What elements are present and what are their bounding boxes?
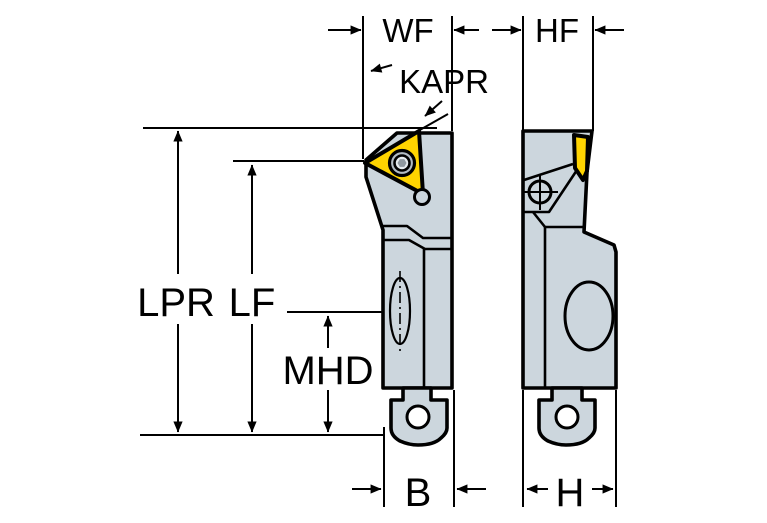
side-view: HF H <box>492 12 624 515</box>
label-wf: WF <box>382 12 433 49</box>
front-shoulder-step-lower <box>383 238 452 251</box>
kapr-edge-extension-line <box>410 113 449 136</box>
label-hf: HF <box>535 12 579 49</box>
label-h: H <box>556 471 585 515</box>
side-slot-opening <box>563 280 615 352</box>
front-shoulder-step-upper <box>383 224 452 240</box>
front-boss-hole <box>405 404 431 430</box>
front-view: WF KAPR LPR LF MHD B <box>137 12 489 515</box>
side-clamp-upper-line <box>523 162 574 182</box>
label-b: B <box>405 471 432 515</box>
side-boss-hole <box>554 404 580 430</box>
kapr-arrow-to-axis <box>370 63 393 73</box>
insert-screw-torx <box>397 159 407 167</box>
side-head-bottom-line <box>523 169 579 214</box>
label-lf: LF <box>229 281 276 325</box>
front-clamp-hole <box>413 188 431 206</box>
side-step-diagonal <box>531 211 547 228</box>
kapr-arrow-to-edge <box>424 100 443 117</box>
label-mhd: MHD <box>282 349 373 393</box>
label-kapr: KAPR <box>399 63 489 100</box>
label-lpr: LPR <box>137 281 215 325</box>
side-insert <box>572 133 590 182</box>
side-view-body <box>521 129 618 390</box>
